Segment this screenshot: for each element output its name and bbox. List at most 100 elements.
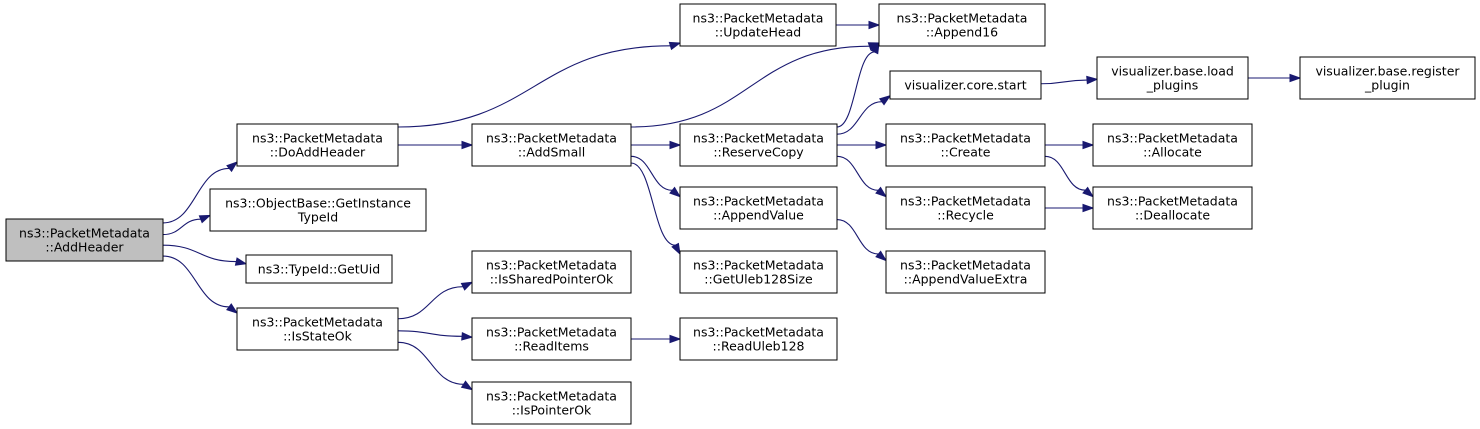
node-box (1092, 186, 1253, 230)
arrowhead-add_header-to-is_state_ok (226, 303, 239, 314)
node-label-line: ns3::PacketMetadata (900, 131, 1031, 146)
node-label-line: ::AppendValueExtra (904, 272, 1028, 287)
node-label-line: ::IsPointerOk (512, 403, 592, 418)
node-label-line: ::DoAddHeader (270, 145, 366, 160)
arrowhead-is_state_ok-to-is_pointer_ok (460, 380, 474, 391)
node-deallocate[interactable]: ns3::PacketMetadata::Deallocate (1092, 186, 1253, 230)
nodes-layer: ns3::PacketMetadata::AddHeaderns3::Packe… (5, 3, 1476, 425)
node-label-line: ns3::PacketMetadata (900, 194, 1031, 209)
node-append16[interactable]: ns3::PacketMetadata::Append16 (878, 3, 1046, 47)
node-do-add-header[interactable]: ns3::PacketMetadata::DoAddHeader (236, 123, 399, 167)
node-label-line: ns3::PacketMetadata (486, 258, 617, 273)
arrowhead-recycle-to-deallocate (1082, 203, 1095, 213)
node-box (5, 218, 164, 262)
arrowhead-read_items-to-read_uleb128 (669, 334, 682, 344)
node-label-line: _plugin (1364, 78, 1410, 93)
node-label-line: ::ReserveCopy (713, 145, 804, 160)
node-typeid-getuid[interactable]: ns3::TypeId::GetUid (245, 254, 393, 284)
node-label-line: ::Append16 (926, 25, 998, 40)
node-load-plugins[interactable]: visualizer.base.load_plugins (1096, 56, 1249, 100)
edge-add_small-to-get_uleb128_size (630, 162, 676, 246)
node-box (679, 3, 837, 47)
arrowhead-create-to-deallocate (1082, 186, 1095, 198)
node-label-line: ns3::PacketMetadata (252, 131, 383, 146)
node-add-header[interactable]: ns3::PacketMetadata::AddHeader (5, 218, 164, 262)
edges-layer (162, 20, 1302, 391)
node-box (209, 188, 427, 232)
node-label-line: ns3::PacketMetadata (693, 258, 824, 273)
arrowhead-add_header-to-get_instance_typeid (198, 214, 212, 224)
node-label-line: ::ReadUleb128 (713, 339, 805, 354)
node-label-line: ns3::PacketMetadata (693, 325, 824, 340)
arrowhead-is_state_ok-to-is_shared_pointer_ok (460, 281, 474, 291)
node-label-line: ns3::PacketMetadata (486, 389, 617, 404)
node-core-start[interactable]: visualizer.core.start (889, 70, 1042, 100)
node-label-line: ns3::PacketMetadata (693, 194, 824, 209)
node-label-line: ::UpdateHead (715, 25, 801, 40)
node-label-line: ::Recycle (937, 208, 994, 223)
node-allocate[interactable]: ns3::PacketMetadata::Allocate (1092, 123, 1253, 167)
node-box (679, 123, 838, 167)
arrowhead-load_plugins-to-register_plugin (1289, 73, 1302, 83)
node-box (1092, 123, 1253, 167)
edge-reserve_copy-to-append16 (836, 51, 875, 128)
arrowhead-reserve_copy-to-recycle (875, 186, 888, 198)
arrowhead-create-to-allocate (1082, 140, 1095, 150)
node-label-line: ::AppendValue (713, 208, 804, 223)
node-label-line: ::AddSmall (518, 145, 585, 160)
node-read-items[interactable]: ns3::PacketMetadata::ReadItems (471, 317, 632, 361)
node-add-small[interactable]: ns3::PacketMetadata::AddSmall (471, 123, 632, 167)
edge-create-to-deallocate (1044, 155, 1086, 191)
node-label-line: ns3::PacketMetadata (1107, 194, 1238, 209)
node-label-line: ns3::PacketMetadata (900, 258, 1031, 273)
node-label-line: ::Deallocate (1135, 208, 1210, 223)
node-register-plugin[interactable]: visualizer.base.register_plugin (1299, 56, 1476, 100)
node-box (1299, 56, 1476, 100)
arrowhead-add_small-to-get_uleb128_size (671, 242, 681, 256)
node-box (236, 123, 399, 167)
node-box (679, 186, 838, 230)
edge-core_start-to-load_plugins (1040, 79, 1088, 85)
edge-add_header-to-do_add_header (162, 167, 230, 224)
arrowhead-do_add_header-to-add_small (461, 140, 474, 150)
node-box (1096, 56, 1249, 100)
node-reserve-copy[interactable]: ns3::PacketMetadata::ReserveCopy (679, 123, 838, 167)
node-is-state-ok[interactable]: ns3::PacketMetadata::IsStateOk (236, 307, 399, 351)
edge-is_state_ok-to-is_pointer_ok (397, 341, 464, 385)
node-box (245, 254, 393, 284)
node-is-shared-pointer-ok[interactable]: ns3::PacketMetadata::IsSharedPointerOk (471, 250, 632, 294)
node-label-line: ::IsStateOk (283, 329, 353, 344)
node-append-value-extra[interactable]: ns3::PacketMetadata::AppendValueExtra (885, 250, 1046, 294)
node-recycle[interactable]: ns3::PacketMetadata::Recycle (885, 186, 1046, 230)
node-append-value[interactable]: ns3::PacketMetadata::AppendValue (679, 186, 838, 230)
edge-do_add_header-to-update_head (397, 45, 671, 128)
node-read-uleb128[interactable]: ns3::PacketMetadata::ReadUleb128 (679, 317, 838, 361)
node-get-uleb128-size[interactable]: ns3::PacketMetadata::GetUleb128Size (679, 250, 838, 294)
arrowhead-add_small-to-append_value (669, 186, 682, 198)
node-label-line: ns3::PacketMetadata (486, 325, 617, 340)
node-create[interactable]: ns3::PacketMetadata::Create (885, 123, 1046, 167)
node-label-line: ::Create (941, 145, 991, 160)
arrowhead-reserve_copy-to-core_start (878, 94, 892, 106)
arrowhead-add_small-to-reserve_copy (669, 140, 682, 150)
edge-is_state_ok-to-read_items (397, 330, 463, 337)
node-box (885, 250, 1046, 294)
node-box (471, 123, 632, 167)
edge-add_header-to-get_instance_typeid (162, 218, 201, 236)
arrowhead-add_header-to-do_add_header (226, 161, 239, 173)
arrowhead-update_head-to-append16 (868, 20, 881, 30)
node-label-line: ns3::PacketMetadata (693, 131, 824, 146)
arrowhead-add_header-to-typeid_getuid (234, 257, 248, 266)
node-label-line: visualizer.base.load (1111, 64, 1234, 79)
node-update-head[interactable]: ns3::PacketMetadata::UpdateHead (679, 3, 837, 47)
node-label-line: ns3::ObjectBase::GetInstance (225, 196, 411, 211)
edge-add_header-to-typeid_getuid (162, 244, 237, 263)
edge-reserve_copy-to-core_start (836, 101, 882, 135)
node-box (471, 381, 632, 425)
node-label-line: ::ReadItems (514, 339, 589, 354)
node-box (471, 250, 632, 294)
arrowhead-do_add_header-to-update_head (668, 41, 682, 51)
node-label-line: ::AddHeader (45, 240, 124, 255)
node-is-pointer-ok[interactable]: ns3::PacketMetadata::IsPointerOk (471, 381, 632, 425)
